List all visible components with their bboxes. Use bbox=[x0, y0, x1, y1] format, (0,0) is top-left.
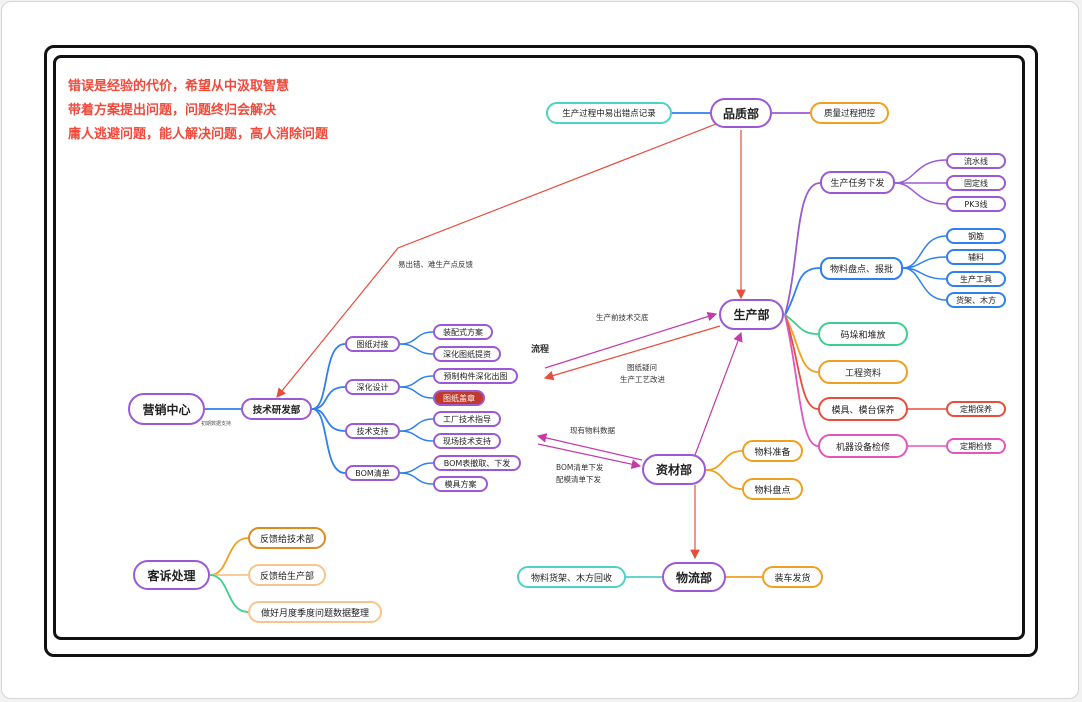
label-rd-to-materials-2: 配模清单下发 bbox=[556, 475, 601, 484]
bom-node[interactable]: BOM清单 bbox=[345, 465, 400, 481]
label-quality-to-rd: 易出错、难生产点反馈 bbox=[398, 260, 473, 269]
mold-plan-node[interactable]: 模具方案 bbox=[433, 476, 488, 492]
assembly-plan-node[interactable]: 装配式方案 bbox=[433, 324, 493, 340]
drawing-review-node[interactable]: 图纸对接 bbox=[345, 336, 400, 352]
tech-support-node[interactable]: 技术支持 bbox=[345, 423, 400, 439]
drawing-archive-node[interactable]: 图纸盖章 bbox=[433, 390, 485, 406]
mold-regular-node[interactable]: 定期保养 bbox=[946, 401, 1006, 417]
label-rd-to-prod: 生产前技术交底 bbox=[596, 313, 649, 322]
mat-aux-node[interactable]: 辅料 bbox=[946, 249, 1006, 265]
eng-docs-node[interactable]: 工程资料 bbox=[818, 360, 908, 384]
label-prod-to-rd-2: 生产工艺改进 bbox=[620, 375, 665, 384]
rd-dept-node[interactable]: 技术研发部 bbox=[241, 398, 312, 420]
production-dept-node[interactable]: 生产部 bbox=[719, 299, 784, 330]
line-flow-node[interactable]: 流水线 bbox=[946, 153, 1006, 169]
label-feedback: 流程 bbox=[531, 345, 550, 355]
complaint-node[interactable]: 客诉处理 bbox=[133, 560, 210, 590]
deep-drawing-check-node[interactable]: 深化图纸提资 bbox=[433, 346, 501, 362]
label-rd-to-materials-1: BOM清单下发 bbox=[556, 463, 604, 472]
equip-regular-node[interactable]: 定期检修 bbox=[946, 438, 1006, 454]
cp-to-prod-node[interactable]: 反馈给生产部 bbox=[248, 564, 326, 586]
mat-count-node[interactable]: 物料盘点 bbox=[742, 478, 803, 500]
bom-issue-node[interactable]: BOM表撤取、下发 bbox=[433, 455, 521, 471]
quality-record-node[interactable]: 生产过程中易出错点记录 bbox=[546, 102, 672, 124]
logi-ship-node[interactable]: 装车发货 bbox=[762, 566, 823, 588]
line-pk3-node[interactable]: PK3线 bbox=[946, 196, 1006, 212]
precast-drawing-node[interactable]: 预制构件深化出图 bbox=[433, 368, 518, 384]
prod-task-node[interactable]: 生产任务下发 bbox=[820, 171, 895, 194]
logi-recycle-node[interactable]: 物料货架、木方回收 bbox=[517, 566, 626, 588]
factory-guide-node[interactable]: 工厂技术指导 bbox=[433, 411, 501, 427]
motto-line-2: 带着方案提出问题，问题终归会解决 bbox=[68, 103, 277, 118]
mat-tools-node[interactable]: 生产工具 bbox=[946, 271, 1006, 287]
materials-dept-node[interactable]: 资材部 bbox=[642, 454, 706, 485]
line-fixed-node[interactable]: 固定线 bbox=[946, 175, 1006, 191]
motto-line-1: 错误是经验的代价，希望从中汲取智慧 bbox=[68, 79, 290, 94]
quality-control-node[interactable]: 质量过程把控 bbox=[810, 102, 889, 124]
stacking-node[interactable]: 码垛和堆放 bbox=[818, 322, 908, 346]
rd-note-text: 初期数据支持 bbox=[201, 421, 232, 427]
label-materials-to-rd: 现有物料数据 bbox=[570, 426, 615, 435]
inner-frame bbox=[53, 55, 1025, 640]
label-prod-to-rd-1: 图纸疑问 bbox=[627, 363, 657, 372]
quality-dept-node[interactable]: 品质部 bbox=[710, 98, 772, 128]
marketing-center-node[interactable]: 营销中心 bbox=[128, 393, 205, 425]
mat-steel-node[interactable]: 钢筋 bbox=[946, 228, 1006, 244]
outer-frame bbox=[44, 45, 1038, 657]
motto-line-3: 庸人逃避问题，能人解决问题，高人消除问题 bbox=[68, 127, 329, 142]
equip-check-node[interactable]: 机器设备检修 bbox=[818, 434, 908, 458]
cp-to-tech-node[interactable]: 反馈给技术部 bbox=[248, 527, 326, 549]
mold-maint-node[interactable]: 模具、模台保养 bbox=[818, 397, 908, 421]
cp-data-node[interactable]: 做好月度季度问题数据整理 bbox=[248, 601, 382, 623]
mat-racks-node[interactable]: 货架、木方 bbox=[946, 292, 1006, 308]
prod-material-node[interactable]: 物料盘点、报批 bbox=[820, 257, 903, 280]
logistics-dept-node[interactable]: 物流部 bbox=[662, 562, 726, 592]
mat-prepare-node[interactable]: 物料准备 bbox=[742, 440, 803, 462]
site-support-node[interactable]: 现场技术支持 bbox=[433, 433, 501, 449]
deep-design-node[interactable]: 深化设计 bbox=[345, 379, 400, 395]
